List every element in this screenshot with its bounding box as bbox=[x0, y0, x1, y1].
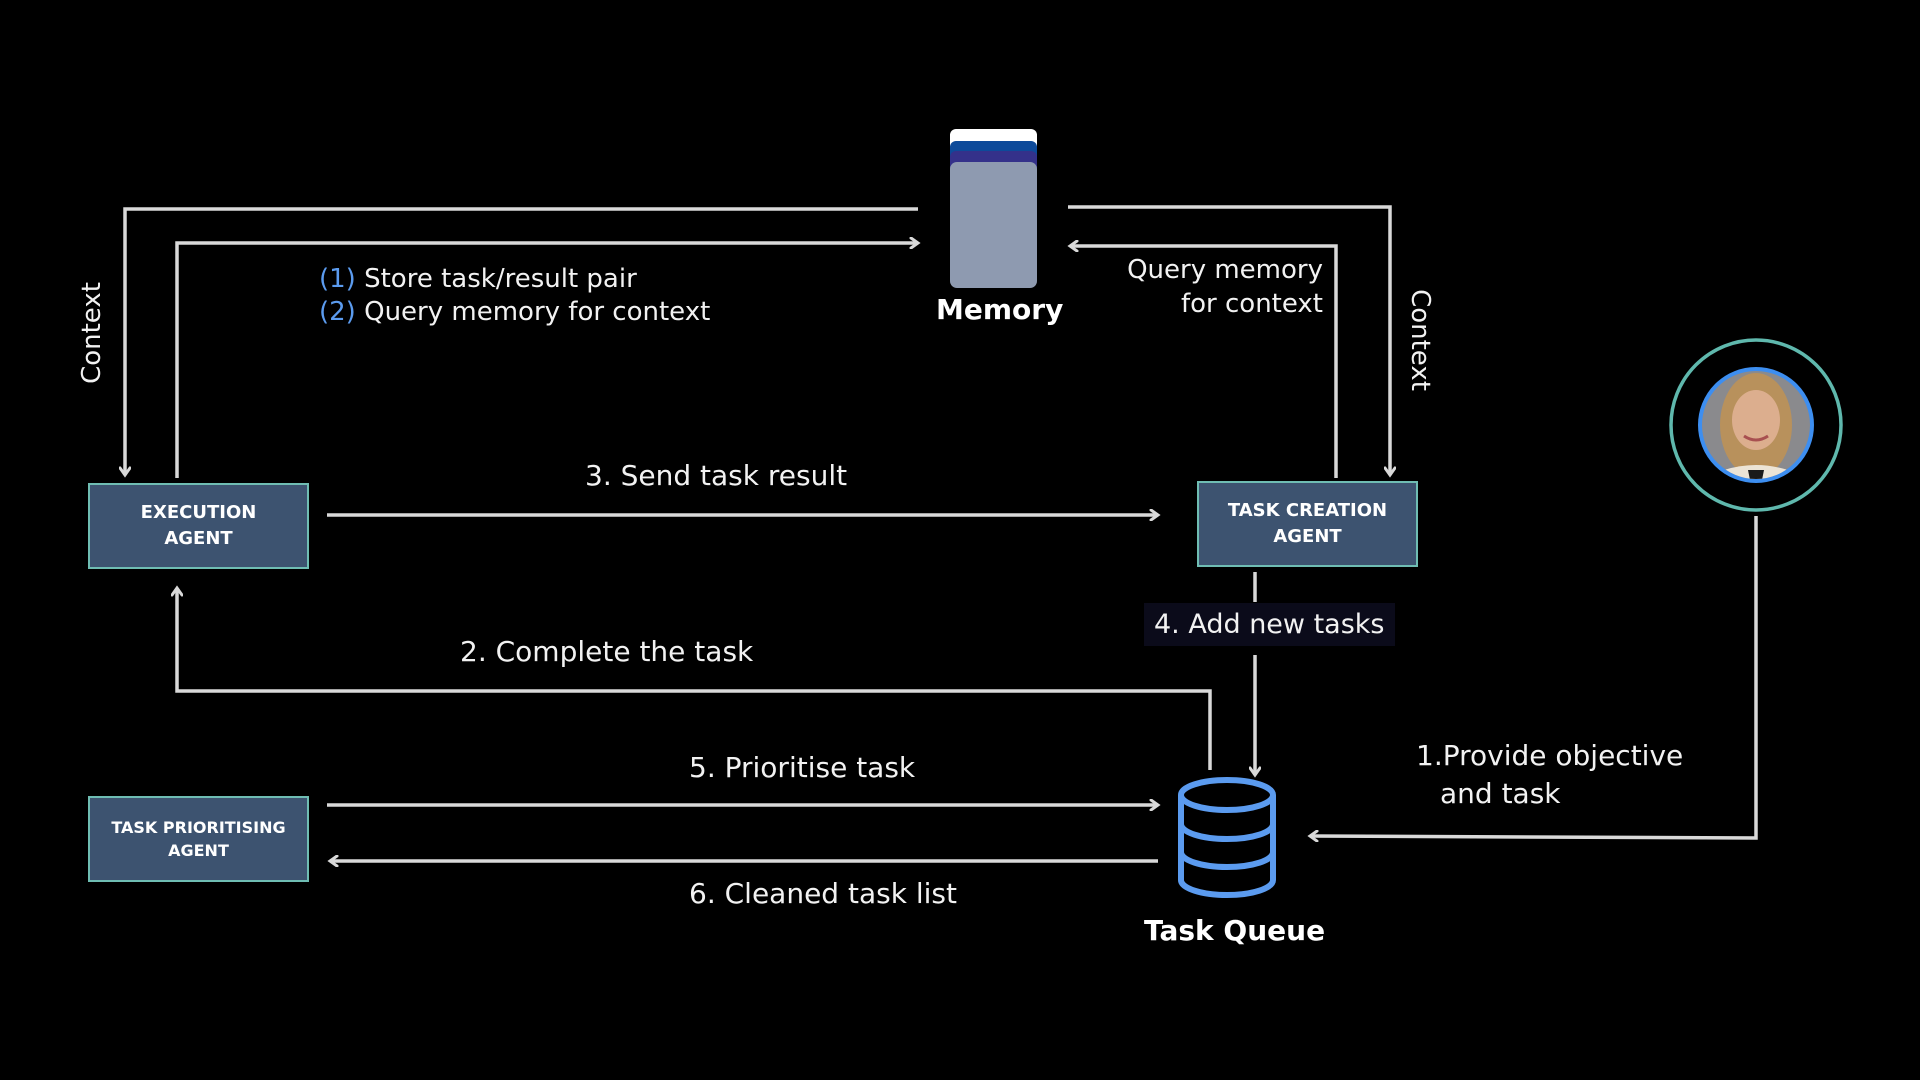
edge-complete-task bbox=[177, 588, 1212, 770]
query-memory-label: Query memory for context bbox=[1127, 253, 1323, 321]
task-queue-title: Task Queue bbox=[1144, 914, 1326, 947]
memory-ops-item-2-number: (2) bbox=[319, 297, 356, 327]
task-prioritising-agent-label-line2: AGENT bbox=[168, 841, 229, 860]
memory-ops-item-1-number: (1) bbox=[319, 264, 356, 294]
database-icon bbox=[1178, 777, 1276, 898]
memory-ops-item-1: (1) Store task/result pair bbox=[319, 264, 637, 294]
memory-icon bbox=[950, 129, 1037, 288]
edge-creation-to-memory bbox=[1070, 246, 1338, 478]
memory-title: Memory bbox=[936, 293, 1064, 326]
add-new-tasks-label: 4. Add new tasks bbox=[1144, 603, 1395, 646]
context-label-right: Context bbox=[1405, 289, 1435, 391]
task-creation-agent-label-line1: TASK CREATION bbox=[1227, 499, 1388, 521]
prioritise-task-label: 5. Prioritise task bbox=[689, 751, 916, 784]
complete-task-label: 2. Complete the task bbox=[460, 635, 754, 668]
task-prioritising-agent-node[interactable]: TASK PRIORITISING AGENT bbox=[88, 796, 309, 882]
provide-objective-label: 1.Provide objective and task bbox=[1416, 737, 1683, 813]
task-creation-agent-node[interactable]: TASK CREATION AGENT bbox=[1197, 481, 1418, 567]
user-avatar[interactable] bbox=[1669, 338, 1843, 512]
execution-agent-label-line1: EXECUTION bbox=[140, 501, 257, 523]
task-prioritising-agent-label-line1: TASK PRIORITISING bbox=[111, 817, 286, 837]
context-label-left: Context bbox=[77, 282, 107, 384]
portrait-photo bbox=[1712, 373, 1800, 479]
execution-agent-node[interactable]: EXECUTION AGENT bbox=[88, 483, 309, 569]
task-creation-agent-label-line2: AGENT bbox=[1273, 526, 1342, 547]
provide-objective-line2: and task bbox=[1440, 777, 1561, 810]
query-memory-line1: Query memory bbox=[1127, 255, 1323, 285]
edge-memory-to-execution-context bbox=[125, 207, 918, 475]
send-task-result-label: 3. Send task result bbox=[585, 459, 848, 492]
provide-objective-number: 1. bbox=[1416, 739, 1443, 772]
execution-agent-label-line2: AGENT bbox=[164, 528, 233, 549]
cleaned-task-list-label: 6. Cleaned task list bbox=[689, 877, 957, 910]
query-memory-line2: for context bbox=[1180, 289, 1323, 319]
edge-execution-to-memory bbox=[175, 243, 918, 478]
memory-ops-item-1-text: Store task/result pair bbox=[364, 264, 637, 294]
provide-objective-line1: Provide objective bbox=[1442, 739, 1684, 772]
edge-provide-objective bbox=[1310, 516, 1758, 838]
memory-ops-item-2: (2) Query memory for context bbox=[319, 297, 710, 327]
edge-memory-to-creation-context bbox=[1068, 205, 1390, 475]
memory-ops-item-2-text: Query memory for context bbox=[364, 297, 711, 327]
